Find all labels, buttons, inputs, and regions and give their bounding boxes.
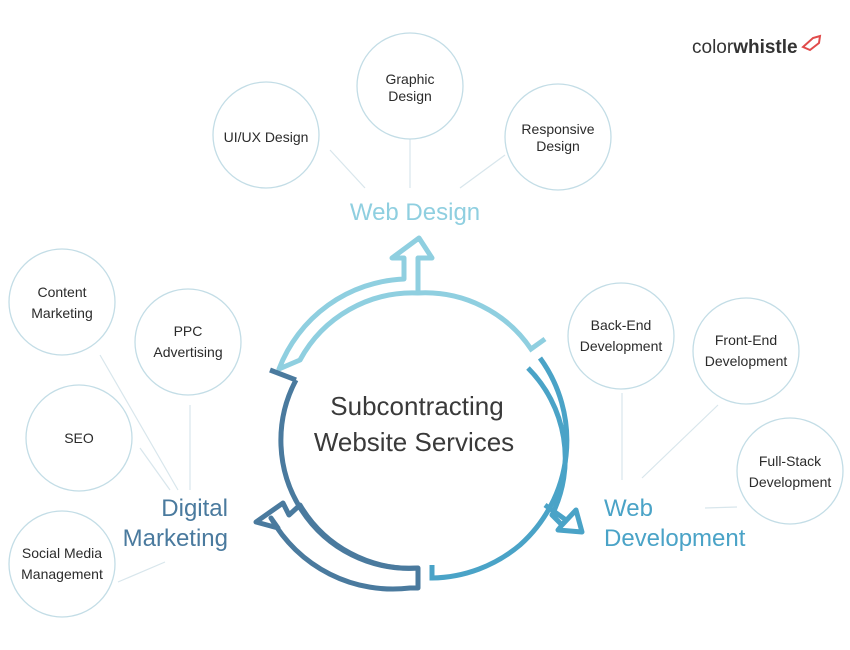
node-graphic-label-line2: Design bbox=[388, 88, 432, 104]
connector-uiux bbox=[329, 149, 366, 189]
node-graphic-label-line1: Graphic bbox=[385, 71, 434, 87]
node-ppc-circle bbox=[134, 288, 242, 396]
cycle-arrow-web-development-outer bbox=[429, 356, 570, 581]
node-backend-circle bbox=[567, 282, 675, 390]
cycle-arrow-web-design-tail bbox=[417, 290, 547, 353]
connector-content bbox=[99, 354, 179, 491]
node-seo-label: SEO bbox=[64, 430, 94, 446]
connector-responsive bbox=[459, 154, 506, 189]
node-frontend-circle bbox=[692, 297, 800, 405]
node-responsive-circle bbox=[504, 83, 612, 191]
connector-lines bbox=[99, 138, 738, 583]
cycle-arrow-web-development bbox=[526, 366, 585, 535]
cycle-arrow-web-design bbox=[276, 235, 435, 372]
node-uiux-circle bbox=[212, 81, 320, 189]
node-fullstack-label-line2: Development bbox=[749, 474, 832, 490]
center-title-line2: Website Services bbox=[314, 427, 514, 457]
node-fullstack-circle bbox=[736, 417, 844, 525]
node-content-label-line2: Marketing bbox=[31, 305, 92, 321]
service-labels: UI/UX Design Graphic Design Responsive D… bbox=[21, 71, 831, 582]
cycle-arrow-digital-marketing-inner bbox=[278, 378, 419, 571]
cycle-arrows bbox=[253, 235, 585, 592]
connector-seo bbox=[139, 447, 171, 491]
node-social-circle bbox=[8, 510, 116, 618]
node-frontend-label-line2: Development bbox=[705, 353, 788, 369]
center-title-line1: Subcontracting bbox=[330, 391, 503, 421]
svg-text:colorwhistle: colorwhistle bbox=[692, 37, 798, 58]
node-backend-label-line1: Back-End bbox=[591, 317, 652, 333]
service-circles bbox=[8, 32, 844, 618]
category-digital-marketing-line2: Marketing bbox=[123, 525, 228, 552]
connector-frontend bbox=[641, 404, 719, 479]
category-digital-marketing-line1: Digital bbox=[161, 495, 228, 522]
node-backend-label-line2: Development bbox=[580, 338, 663, 354]
node-ppc-label-line1: PPC bbox=[174, 323, 203, 339]
whistle-icon bbox=[801, 34, 822, 52]
category-web-design: Web Design bbox=[350, 199, 480, 226]
category-web-development-line2: Development bbox=[604, 525, 746, 552]
node-graphic-circle bbox=[356, 32, 464, 140]
logo-text-color: color bbox=[692, 37, 734, 58]
node-content-label-line1: Content bbox=[37, 284, 86, 300]
node-fullstack-label-line1: Full-Stack bbox=[759, 453, 822, 469]
connector-social bbox=[117, 561, 166, 583]
category-web-development-line1: Web bbox=[604, 495, 653, 522]
node-seo-circle bbox=[25, 384, 133, 492]
node-uiux-label: UI/UX Design bbox=[224, 129, 309, 145]
node-responsive-label-line2: Design bbox=[536, 138, 580, 154]
node-content-circle bbox=[8, 248, 116, 356]
node-social-label-line1: Social Media bbox=[22, 545, 102, 561]
node-responsive-label-line1: Responsive bbox=[521, 121, 594, 137]
logo-text-whistle: whistle bbox=[732, 37, 797, 58]
node-social-label-line2: Management bbox=[21, 566, 103, 582]
connector-fullstack bbox=[704, 506, 738, 509]
node-frontend-label-line1: Front-End bbox=[715, 332, 777, 348]
cycle-arrow-digital-marketing-start bbox=[269, 367, 297, 383]
node-ppc-label-line2: Advertising bbox=[153, 344, 222, 360]
colorwhistle-logo: colorwhistle bbox=[692, 34, 822, 58]
